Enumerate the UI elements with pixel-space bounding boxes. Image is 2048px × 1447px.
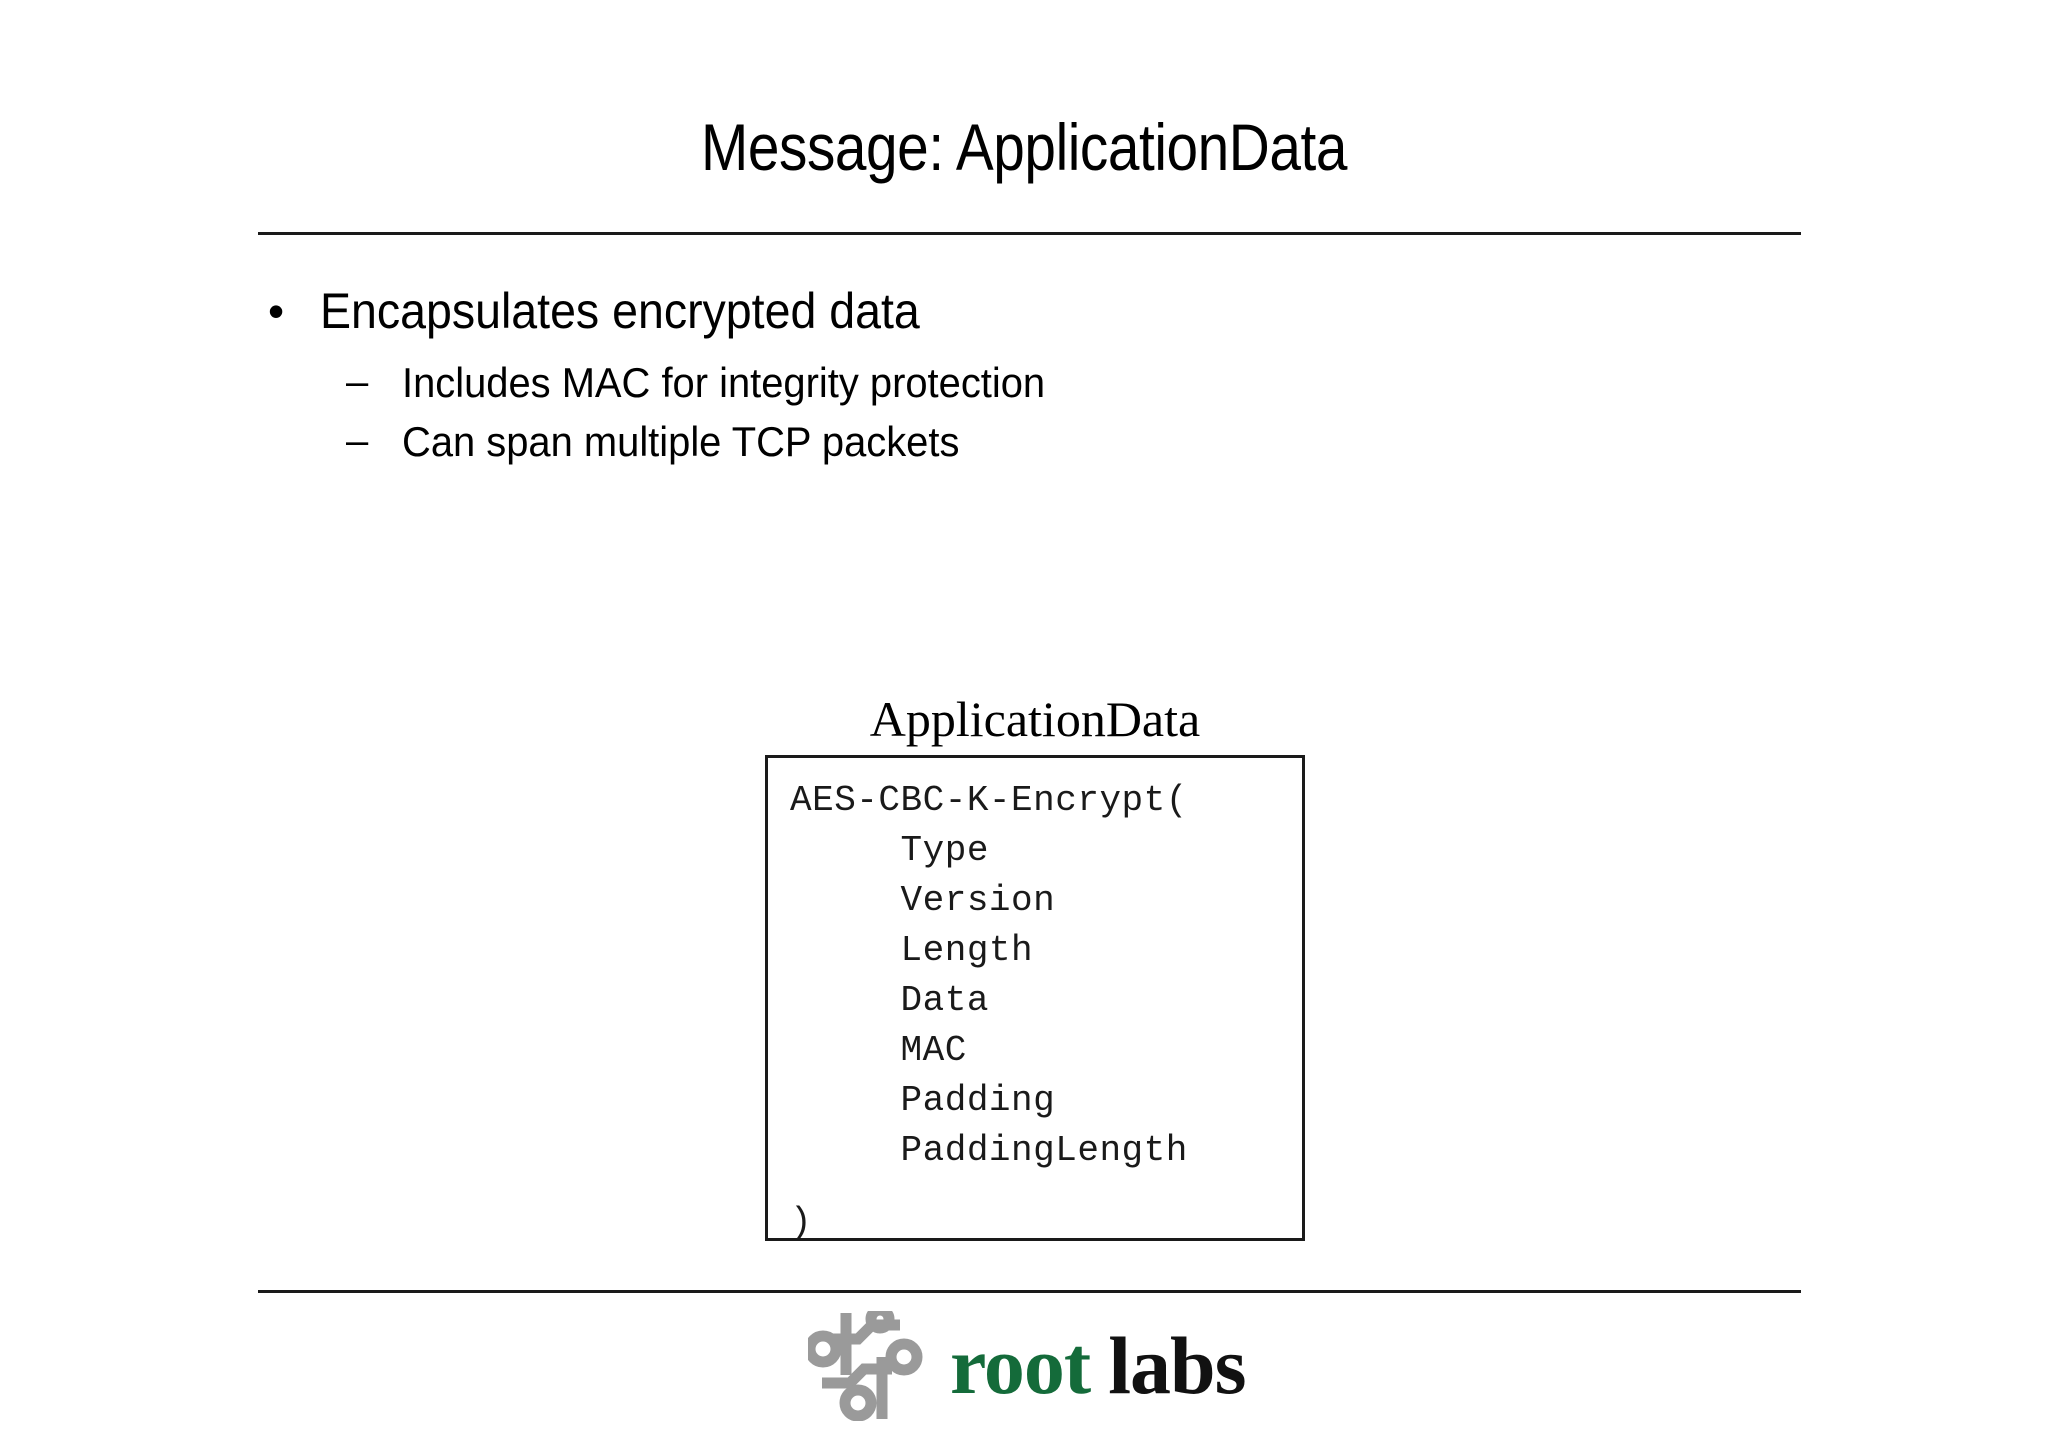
code-line: ) — [790, 1202, 813, 1243]
application-data-diagram: ApplicationData AES-CBC-K-Encrypt( Type … — [765, 690, 1305, 1243]
code-line: Data — [790, 980, 989, 1021]
circuit-trace-icon — [804, 1304, 926, 1422]
footer-divider-rule — [258, 1290, 1801, 1293]
list-item: – Can span multiple TCP packets — [258, 413, 1858, 470]
list-item-label: Encapsulates encrypted data — [320, 283, 920, 339]
list-item-label: Includes MAC for integrity protection — [402, 359, 1046, 406]
bullet-list: • Encapsulates encrypted data – Includes… — [258, 280, 1858, 472]
list-item: • Encapsulates encrypted data — [258, 280, 1858, 342]
code-line: MAC — [790, 1030, 967, 1071]
dash-marker-icon: – — [346, 419, 369, 463]
bullet-marker-icon: • — [268, 285, 285, 337]
list-item: – Includes MAC for integrity protection — [258, 354, 1858, 411]
code-box: AES-CBC-K-Encrypt( Type Version Length D… — [765, 755, 1305, 1243]
code-line: Padding — [790, 1080, 1056, 1121]
code-line: AES-CBC-K-Encrypt( — [790, 780, 1188, 821]
page-title: Message: ApplicationData — [701, 110, 1347, 184]
dash-marker-icon: – — [346, 360, 369, 404]
code-line: PaddingLength — [790, 1130, 1188, 1171]
code-line: Version — [790, 880, 1056, 921]
list-item-label: Can span multiple TCP packets — [402, 418, 960, 465]
code-line: Type — [790, 830, 989, 871]
brand-name-labs: labs — [1108, 1320, 1246, 1411]
diagram-caption: ApplicationData — [869, 691, 1201, 747]
brand-name-root: root — [950, 1320, 1091, 1411]
title-divider-rule — [258, 232, 1801, 235]
code-line: Length — [790, 930, 1034, 971]
